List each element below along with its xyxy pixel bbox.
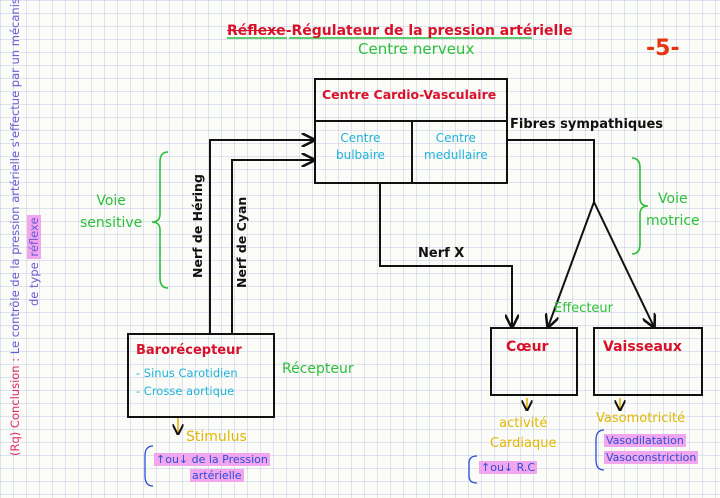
vessels-box <box>593 327 703 396</box>
conclusion-note: (Rq) Conclusion : Le contrôle de la pres… <box>6 0 44 456</box>
aortic-arch-label: - Crosse aortique <box>136 384 235 398</box>
heart-label: Cœur <box>506 339 549 355</box>
vessels-label: Vaisseaux <box>603 339 682 355</box>
conclusion-label: (Rq) Conclusion : <box>8 357 22 456</box>
conclusion-line2: de type <box>27 262 41 306</box>
sympathetic-fibers-label: Fibres sympathiques <box>510 117 664 132</box>
vessel-response-list: Vasodilatation Vasoconstriction <box>604 434 699 464</box>
heart-box <box>490 327 578 396</box>
title-prefix: Réflexe <box>227 23 286 39</box>
cyan-nerve-line <box>231 160 314 333</box>
stimulus-brace <box>144 445 154 487</box>
carotid-sinus-label: - Sinus Carotidien <box>136 366 238 380</box>
heart-rate-text: ↑ou↓ R.C <box>479 461 538 474</box>
sympathetic-vessel-line <box>593 201 654 327</box>
stimulus-text: ↑ou↓ de la Pression artérielle <box>154 453 270 482</box>
page-number: -5- <box>646 36 680 61</box>
sensitive-brace <box>151 151 169 289</box>
sympathetic-heart-line <box>548 201 595 327</box>
vagus-nerve-label: Nerf X <box>418 246 465 261</box>
cyan-nerve-label: Nerf de Cyan <box>234 196 249 288</box>
vagus-nerve-line <box>379 183 512 327</box>
effector-label: Effecteur <box>554 301 613 316</box>
cardio-vascular-center-box <box>314 78 508 184</box>
motor-brace <box>631 157 649 255</box>
nerve-center-subtitle: Centre nerveux <box>358 40 475 58</box>
hering-nerve-label: Nerf de Héring <box>190 174 205 278</box>
conclusion-line1: Le contrôle de la pression artérielle s'… <box>8 0 22 355</box>
heart-response-brace <box>468 455 478 484</box>
stimulus-label: Stimulus <box>186 429 247 445</box>
baroreceptor-box <box>127 333 275 418</box>
center-title: Centre Cardio-Vasculaire <box>322 87 497 102</box>
hering-nerve-line <box>209 140 314 333</box>
vessel-response-brace <box>595 429 605 471</box>
title-main: Régulateur de la pression artérielle <box>291 23 573 39</box>
diagram-title: Réflexe-Régulateur de la pression artéri… <box>227 23 573 39</box>
receptor-label: Récepteur <box>282 361 354 377</box>
vasomotricity-label: Vasomotricité <box>596 411 686 426</box>
sympathetic-line <box>507 139 595 202</box>
conclusion-highlight: réflexe <box>27 215 41 259</box>
baroreceptor-title: Barorécepteur <box>136 343 242 358</box>
